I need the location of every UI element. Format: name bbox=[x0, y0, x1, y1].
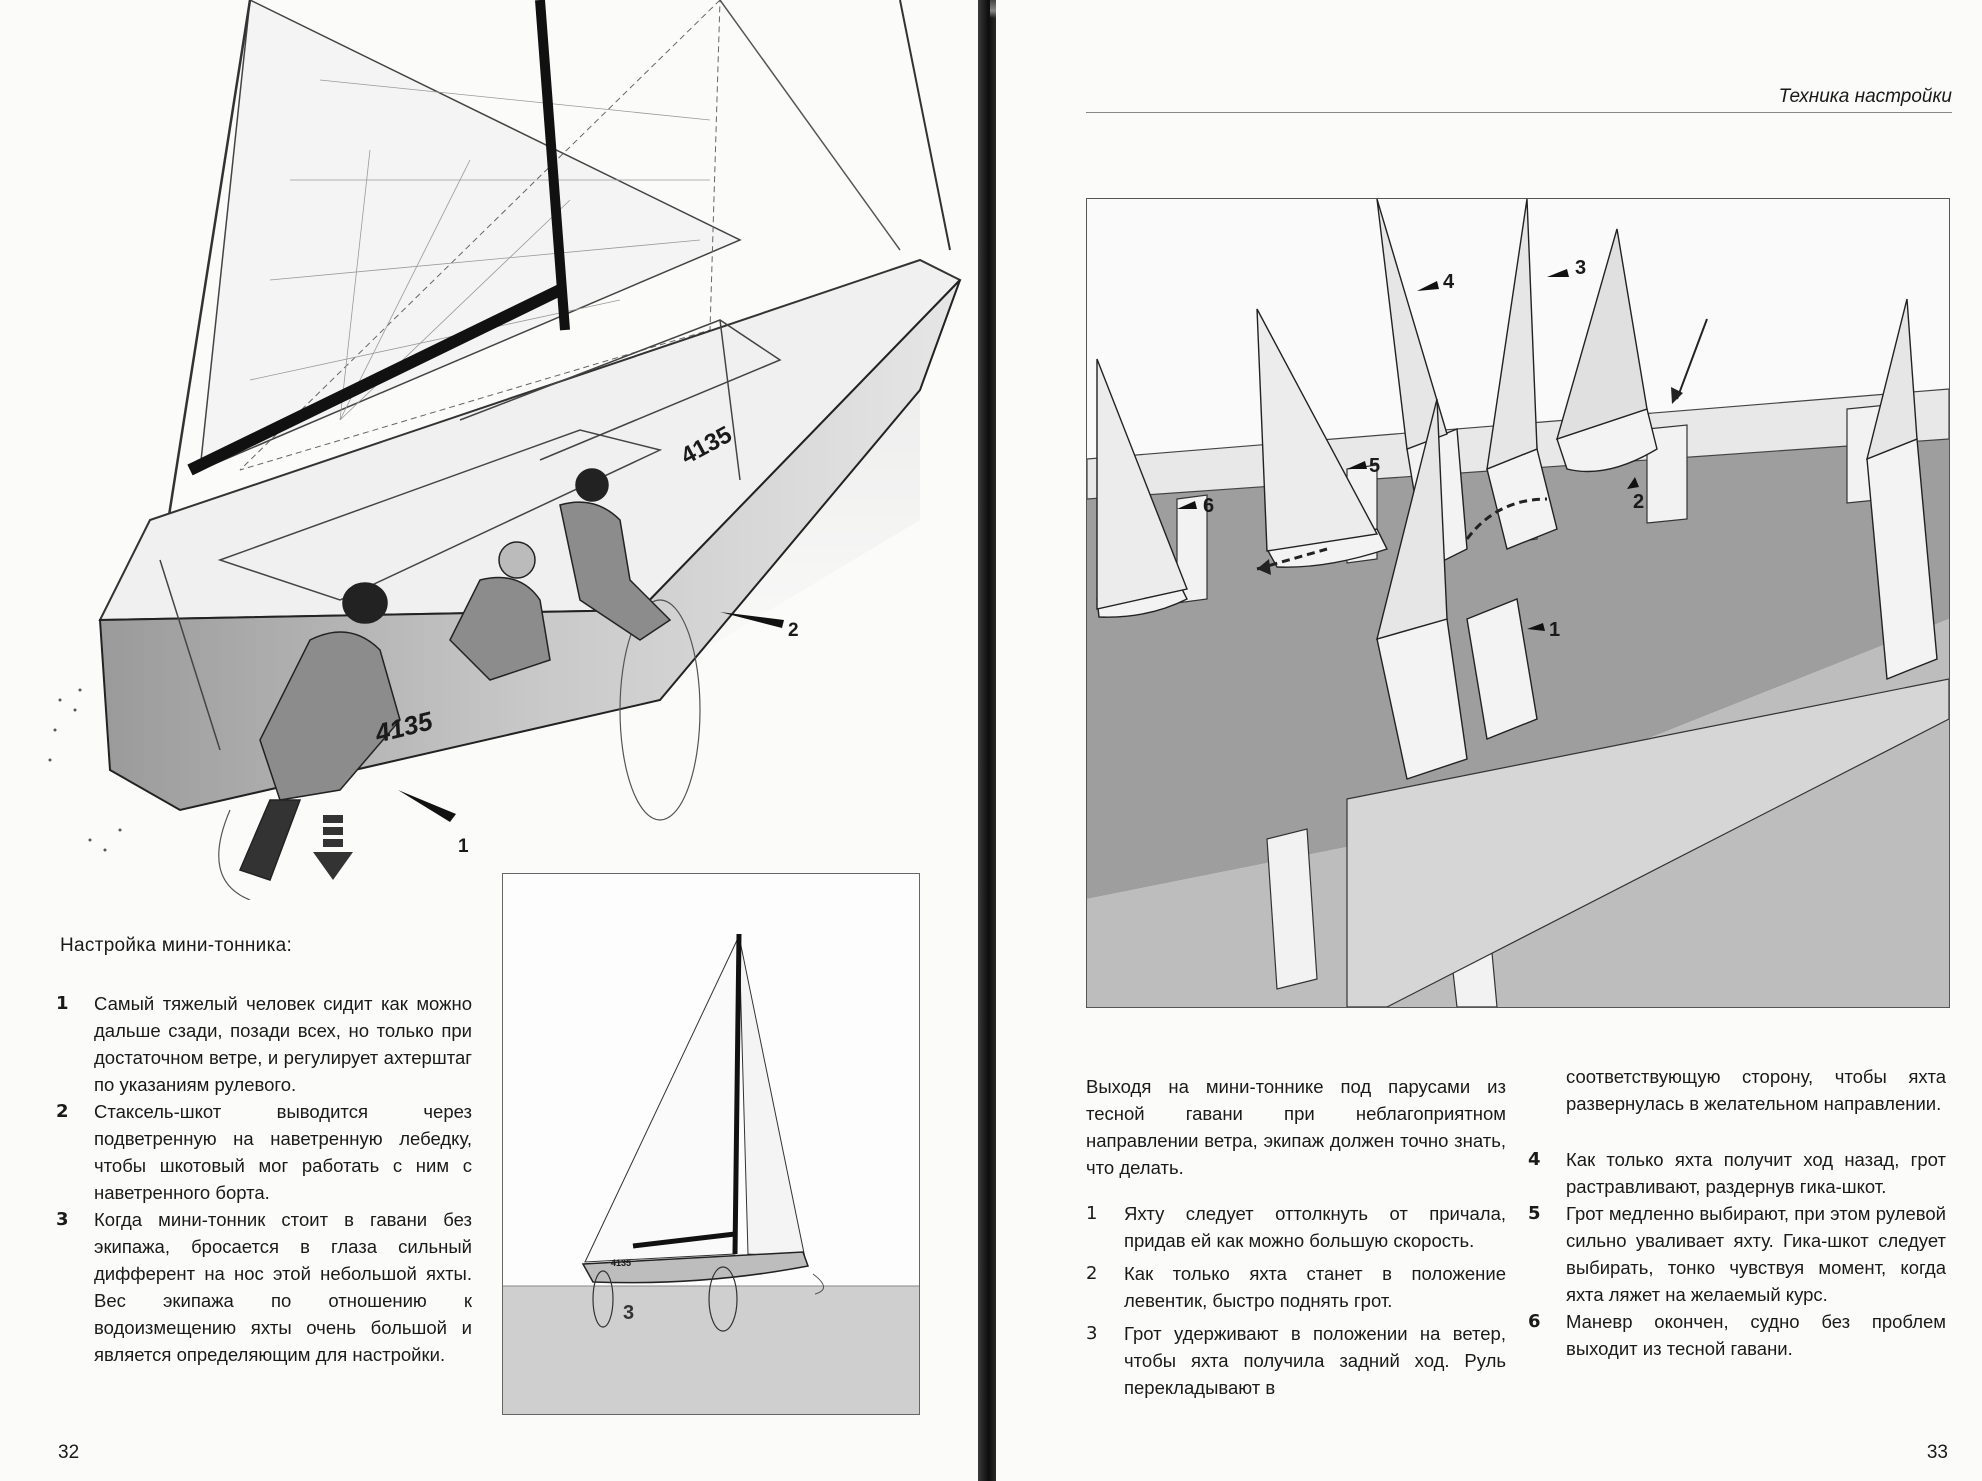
header-rule bbox=[1086, 112, 1952, 113]
page-number-left: 32 bbox=[58, 1442, 80, 1463]
inset-hull-number: 4135 bbox=[611, 1258, 632, 1268]
intro-paragraph: Выходя на мини-тоннике под парусами из т… bbox=[1086, 1076, 1506, 1178]
left-page: 4135 4135 1 2 4135 3 Настройка мини-тонн… bbox=[0, 0, 988, 1481]
right-page: Техника настройки bbox=[996, 0, 1982, 1481]
mast bbox=[535, 0, 570, 331]
figure-callout-3: 3 bbox=[1575, 257, 1587, 279]
inset-yacht-illustration bbox=[503, 933, 919, 1414]
page-number-right: 33 bbox=[1926, 1442, 1948, 1463]
col2-lead-text: соответствующую сторону, чтобы яхта разв… bbox=[1566, 1066, 1946, 1114]
harbor-illustration bbox=[1087, 199, 1949, 1007]
mainsail bbox=[239, 0, 721, 471]
harbor-maneuver-figure: 4 3 5 6 1 2 bbox=[1086, 198, 1950, 1008]
yacht-crew-illustration bbox=[48, 0, 962, 900]
inset-callout-3: 3 bbox=[623, 1302, 635, 1324]
callout-1: 1 bbox=[458, 836, 469, 857]
genoa-sail bbox=[199, 0, 742, 472]
figure-callout-4: 4 bbox=[1443, 271, 1455, 293]
down-arrow-icon bbox=[313, 815, 353, 880]
figure-callout-1: 1 bbox=[1549, 619, 1561, 641]
figure-callout-6: 6 bbox=[1203, 495, 1215, 517]
boom bbox=[187, 284, 563, 476]
figure-callout-5: 5 bbox=[1369, 455, 1381, 477]
inset-figure: 4135 3 bbox=[502, 873, 920, 1415]
callout-2: 2 bbox=[788, 620, 799, 641]
caption-title: Настройка мини-тонника: bbox=[60, 935, 293, 956]
figure-callout-2: 2 bbox=[1633, 491, 1645, 513]
running-header: Техника настройки bbox=[1778, 86, 1952, 107]
